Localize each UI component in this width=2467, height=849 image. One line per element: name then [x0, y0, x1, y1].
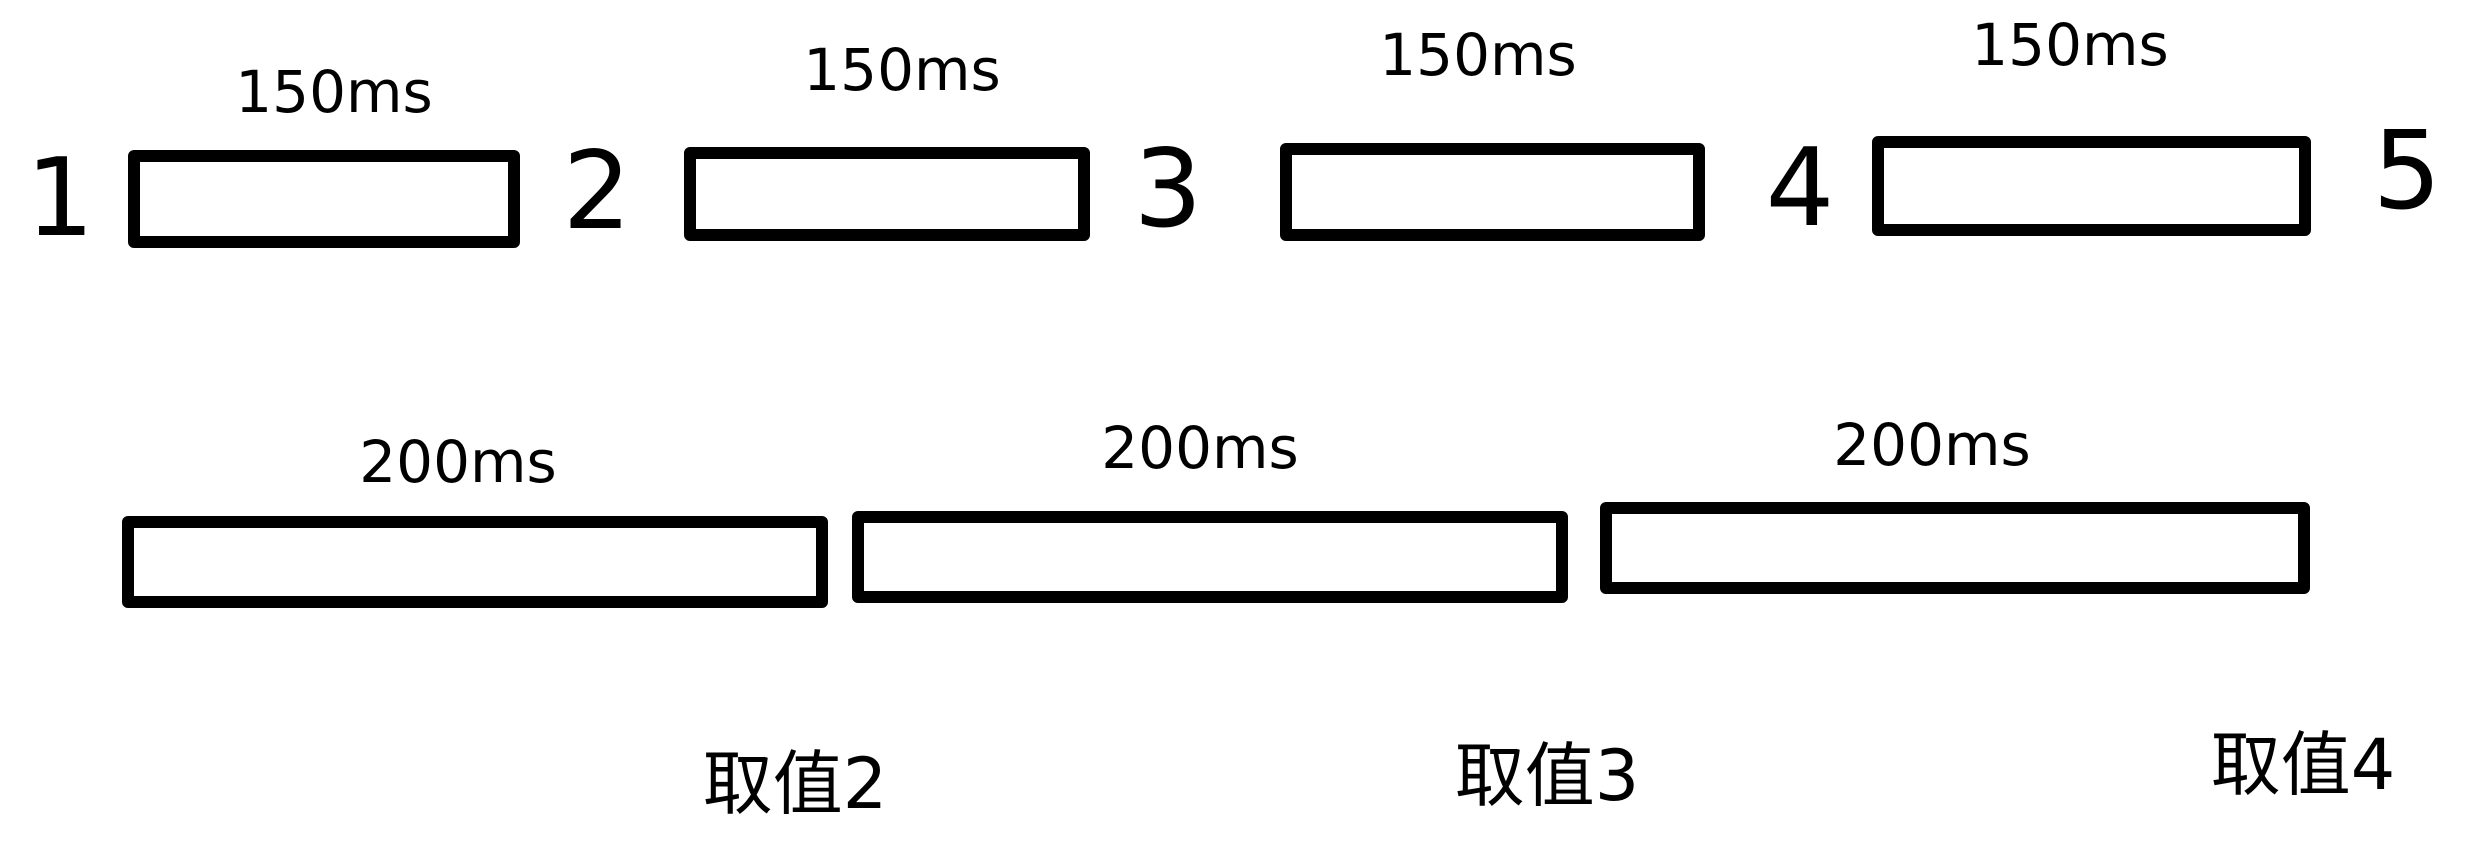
- top-row-markers: 1 2 3 4 5: [26, 109, 2442, 261]
- marker-5: 5: [2373, 109, 2442, 234]
- interval-box-4: [1872, 136, 2311, 236]
- duration-label-bottom-3: 200ms: [1833, 411, 2030, 479]
- sample-labels: 取值2 取值3 取值4: [703, 724, 2396, 825]
- duration-label-bottom-2: 200ms: [1101, 414, 1298, 482]
- sample-label-3: 取值3: [1455, 735, 1640, 817]
- duration-label-top-2: 150ms: [803, 36, 1000, 104]
- interval-box-1: [128, 150, 520, 248]
- interval-box-2: [684, 147, 1090, 241]
- sample-label-2: 取值2: [703, 743, 888, 825]
- duration-label-top-4: 150ms: [1971, 11, 2168, 79]
- marker-3: 3: [1134, 127, 1203, 252]
- bottom-row-intervals: [122, 502, 2310, 608]
- top-row-duration-labels: 150ms 150ms 150ms 150ms: [235, 11, 2168, 126]
- duration-label-bottom-1: 200ms: [359, 428, 556, 496]
- bottom-row-duration-labels: 200ms 200ms 200ms: [359, 411, 2030, 496]
- marker-1: 1: [26, 136, 95, 261]
- duration-label-top-3: 150ms: [1379, 21, 1576, 89]
- duration-label-top-1: 150ms: [235, 58, 432, 126]
- interval-box-3: [1280, 143, 1705, 241]
- top-row-intervals: [128, 136, 2311, 248]
- sample-label-4: 取值4: [2211, 724, 2396, 806]
- marker-2: 2: [563, 129, 632, 254]
- interval-box-200-1: [122, 516, 828, 608]
- interval-box-200-2: [852, 511, 1568, 603]
- marker-4: 4: [1766, 126, 1835, 251]
- interval-box-200-3: [1600, 502, 2310, 594]
